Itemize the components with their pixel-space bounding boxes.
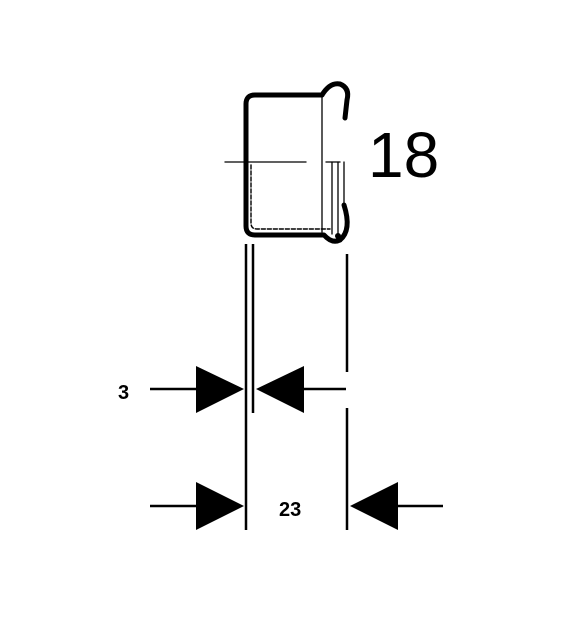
cap-inner-liner (250, 164, 331, 230)
extension-lines (244, 244, 349, 530)
cap-profile (224, 81, 351, 244)
thickness-arrow-right (196, 366, 244, 413)
width-label: 23 (279, 499, 301, 521)
cap-lip-dot (335, 233, 341, 239)
thickness-label: 3 (118, 382, 129, 404)
width-arrow-left (350, 482, 398, 530)
size-label: 18 (368, 119, 439, 191)
cap-top-curl (319, 81, 351, 121)
width-dimension (150, 482, 443, 530)
thickness-dimension (150, 366, 346, 413)
thickness-arrow-left (256, 366, 304, 413)
width-arrow-right (196, 482, 244, 530)
cap-outer-outline (243, 92, 343, 244)
cap-rolled-edge (337, 202, 350, 243)
